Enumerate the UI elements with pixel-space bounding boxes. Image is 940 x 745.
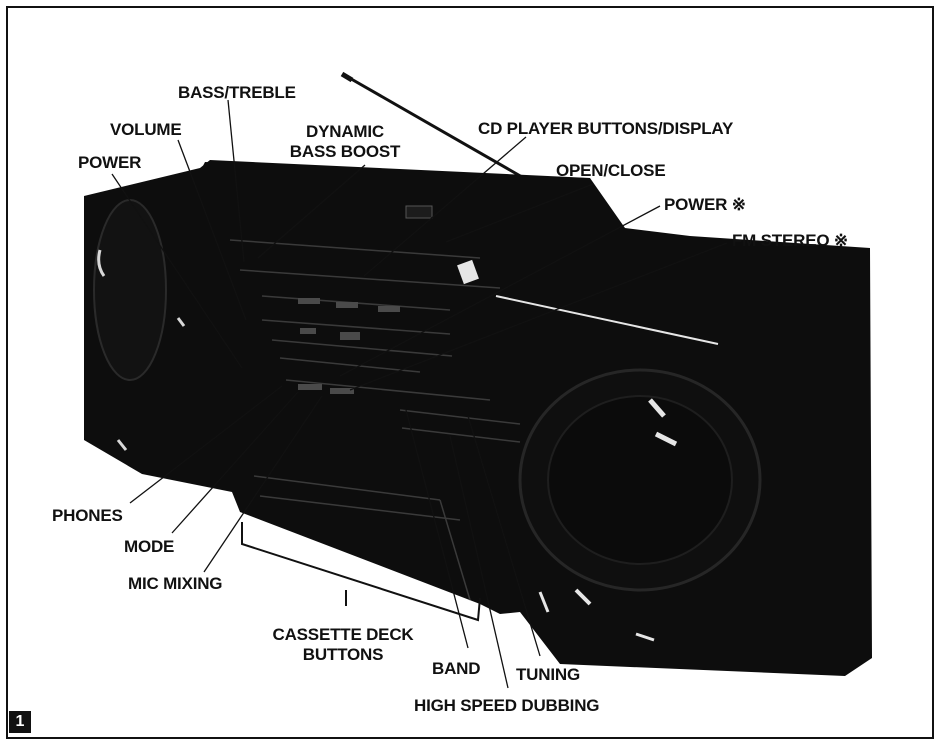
leader-power-right bbox=[339, 205, 661, 377]
leader-tuning bbox=[467, 415, 541, 657]
leader-bass-treble bbox=[227, 99, 245, 263]
label-cassette-1: CASSETTE DECK bbox=[272, 625, 414, 644]
leader-high-speed bbox=[449, 435, 509, 689]
label-high-speed-dubbing: HIGH SPEED DUBBING bbox=[414, 696, 600, 715]
leader-dynamic-bass bbox=[257, 164, 366, 259]
leader-mode bbox=[171, 391, 299, 534]
label-tuning: TUNING bbox=[516, 665, 580, 684]
left-speaker bbox=[93, 199, 167, 381]
label-power-right: POWER ※ bbox=[664, 195, 746, 214]
antenna-tip bbox=[340, 71, 354, 83]
panel-buttons bbox=[298, 298, 400, 394]
label-open-close: OPEN/CLOSE bbox=[556, 161, 666, 180]
label-cd-player: CD PLAYER BUTTONS/DISPLAY bbox=[478, 119, 734, 138]
leader-cd bbox=[363, 136, 527, 277]
leader-open-close bbox=[445, 183, 594, 243]
figure-number-badge: 1 bbox=[9, 711, 31, 733]
label-dynamic-bass-boost-2: BASS BOOST bbox=[289, 142, 401, 161]
control-panel bbox=[229, 239, 521, 601]
leader-mic-mixing bbox=[203, 395, 323, 573]
label-bass-treble: BASS/TREBLE bbox=[178, 83, 296, 102]
label-cassette-2: BUTTONS bbox=[302, 645, 384, 664]
leader-phones bbox=[129, 385, 283, 504]
label-dynamic-bass-boost-1: DYNAMIC bbox=[306, 122, 384, 141]
leader-lines bbox=[111, 99, 728, 689]
label-mic-mixing: MIC MIXING bbox=[128, 574, 223, 593]
label-phones: PHONES bbox=[52, 506, 123, 525]
leader-volume bbox=[177, 139, 247, 321]
leader-power-left bbox=[111, 173, 243, 369]
label-band: BAND bbox=[432, 659, 481, 678]
body-highlight bbox=[495, 295, 719, 345]
label-fm-stereo: FM STEREO ※ bbox=[732, 231, 848, 250]
cassette-bracket bbox=[241, 522, 481, 622]
leader-fm-stereo bbox=[349, 242, 728, 391]
figure-frame bbox=[6, 6, 934, 739]
leader-band bbox=[405, 409, 469, 649]
top-badge bbox=[457, 259, 479, 285]
label-volume: VOLUME bbox=[110, 120, 182, 139]
label-power-left: POWER bbox=[78, 153, 142, 172]
label-mode: MODE bbox=[124, 537, 175, 556]
